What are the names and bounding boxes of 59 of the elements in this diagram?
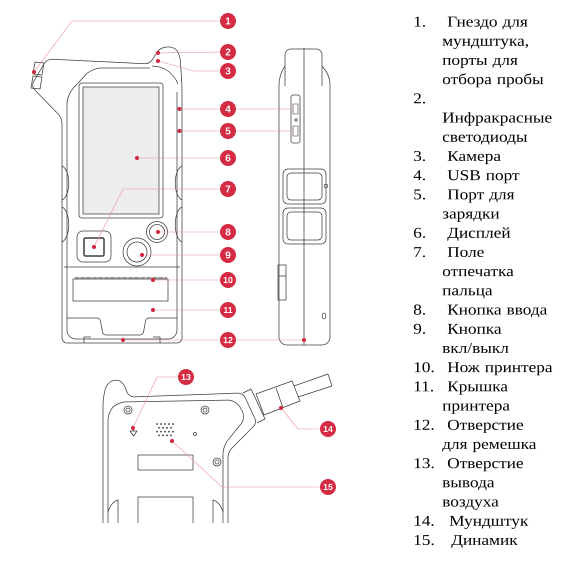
list-number: 12. (414, 420, 434, 430)
list-number: 11. (414, 381, 433, 392)
list-number: 3. (414, 150, 425, 162)
list-item-text: Динамик (451, 535, 518, 548)
list-number: 15. (414, 535, 434, 546)
leader-line (173, 442, 320, 488)
leader-line (35, 20, 220, 70)
leader-line (134, 376, 178, 426)
callout-number: 6 (220, 150, 236, 166)
callout-number: 9 (220, 247, 236, 263)
list-number: 6. (414, 228, 425, 238)
leader-line (160, 61, 220, 72)
callout-number: 7 (220, 181, 236, 197)
callout-number: 12 (220, 332, 236, 348)
leader-line (144, 254, 220, 256)
list-item-text: Отверстие для ремешка (442, 420, 536, 452)
list-number: 1. (414, 16, 425, 27)
list-item-text: Крышка принтера (442, 381, 510, 414)
port-slot (292, 126, 298, 136)
leader-line (160, 52, 220, 54)
callout-number: 2 (220, 44, 236, 60)
port-slot (292, 104, 298, 114)
list-item-text: Кнопка вкл/выкл (442, 324, 508, 354)
callout-number: 10 (220, 272, 236, 288)
list-item-text: Порт для зарядки (442, 189, 514, 222)
leader-line (236, 108, 293, 110)
callout-number: 1 (220, 13, 236, 29)
list-item-text: Камера (448, 151, 501, 164)
list-item-text: Дисплей (447, 227, 510, 241)
list-item-text: Отверстие вывода воздуха (442, 458, 524, 510)
callout-number: 4 (220, 101, 236, 117)
list-item-text: Нож принтера (448, 362, 552, 376)
list-item-text: Инфракрасные светодиоды (442, 112, 552, 145)
leader-line (182, 108, 220, 110)
callout-number: 14 (320, 421, 336, 437)
list-item-text: Поле отпечатка пальца (442, 247, 514, 298)
list-number: 14. (414, 516, 434, 526)
list-item-text: USB порт (448, 170, 520, 184)
list-number: 9. (414, 324, 425, 334)
list-item-text: Мундштук (450, 516, 528, 529)
callout-number: 11 (220, 302, 236, 318)
callout-number: 8 (220, 224, 236, 240)
leader-line (94, 188, 220, 246)
leader-line (182, 130, 220, 132)
callout-number: 13 (178, 369, 194, 385)
list-number: 13. (414, 458, 434, 468)
list-number: 4. (414, 170, 425, 180)
list-number: 2. (414, 93, 425, 104)
list-number: 5. (414, 189, 425, 200)
callout-number: 15 (320, 479, 336, 495)
list-number: 8. (414, 304, 425, 315)
list-item-text: Кнопка ввода (448, 304, 548, 318)
list-item-text: Гнездо для мундштука, порты для отбора пробы (442, 16, 544, 88)
callout-number: 5 (220, 123, 236, 139)
list-number: 10. (414, 362, 434, 372)
leader-line (282, 409, 320, 430)
leader-line (236, 130, 293, 132)
list-number: 7. (414, 247, 425, 258)
callout-number: 3 (220, 63, 236, 79)
